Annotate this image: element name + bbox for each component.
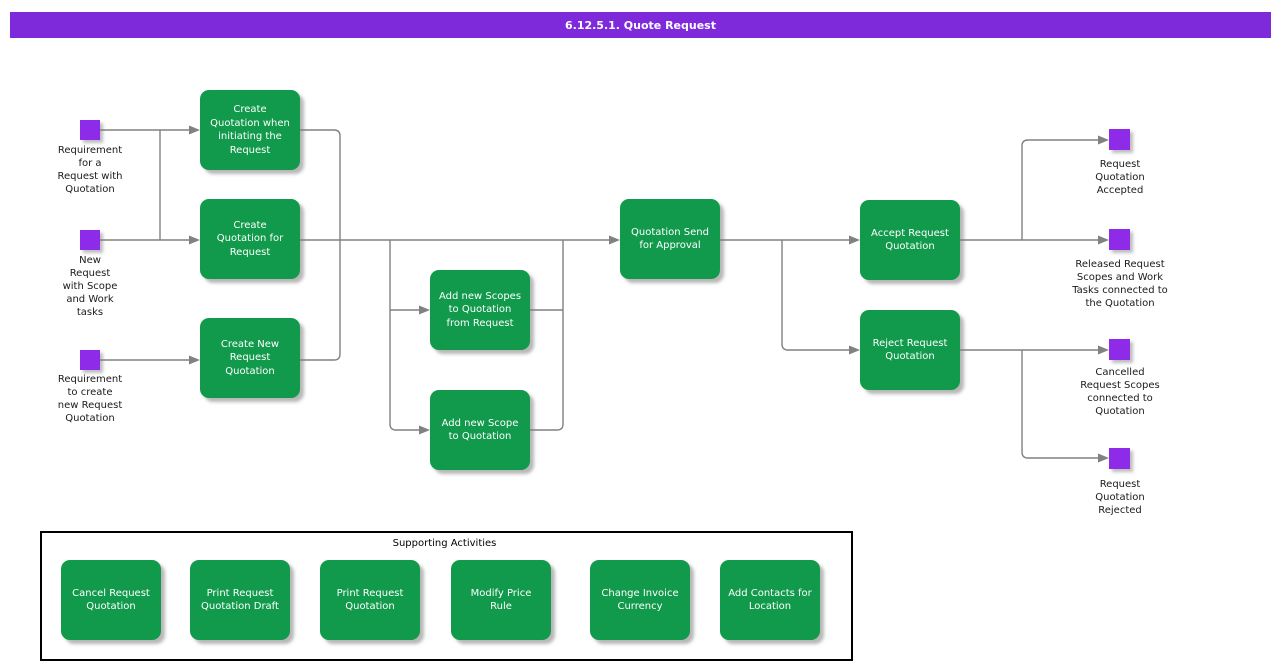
event-label-request-quotation-accepted: Request Quotation Accepted <box>1095 159 1145 196</box>
activity-label: Add new Scope to Quotation <box>441 417 519 443</box>
activity-label: Add Contacts for Location <box>728 587 812 613</box>
activity-label: Create New Request Quotation <box>220 338 280 377</box>
activity-create-quotation-when-initiating-the-request[interactable]: Create Quotation when initiating the Req… <box>200 90 300 170</box>
activity-modify-price-rule[interactable]: Modify Price Rule <box>451 560 551 640</box>
activity-label: Cancel Request Quotation <box>72 587 150 613</box>
activity-label: Create Quotation for Request <box>216 219 284 258</box>
activity-label: Print Request Quotation Draft <box>201 587 279 613</box>
event-requirement-for-a-request-with-quotation <box>80 120 100 140</box>
activity-print-request-quotation-draft[interactable]: Print Request Quotation Draft <box>190 560 290 640</box>
event-label-requirement-for-a-request-with-quotation: Requirement for a Request with Quotation <box>57 145 123 195</box>
event-requirement-to-create-new-request-quotation <box>80 350 100 370</box>
activity-change-invoice-currency[interactable]: Change Invoice Currency <box>590 560 690 640</box>
supporting-activities-title: Supporting Activities <box>392 538 497 549</box>
activity-add-contacts-for-location[interactable]: Add Contacts for Location <box>720 560 820 640</box>
activity-cancel-request-quotation[interactable]: Cancel Request Quotation <box>61 560 161 640</box>
event-label-request-quotation-rejected: Request Quotation Rejected <box>1095 479 1145 516</box>
event-new-request-with-scope-and-work-tasks <box>80 230 100 250</box>
diagram-title-bar: 6.12.5.1. Quote Request <box>10 12 1271 38</box>
activity-label: Create Quotation when initiating the Req… <box>210 104 290 156</box>
activity-label: Quotation Send for Approval <box>631 226 709 252</box>
activity-add-new-scopes-to-quotation-from-request[interactable]: Add new Scopes to Quotation from Request <box>430 270 530 350</box>
activity-create-new-request-quotation[interactable]: Create New Request Quotation <box>200 318 300 398</box>
activity-create-quotation-for-request[interactable]: Create Quotation for Request <box>200 199 300 279</box>
event-label-cancelled-request-scopes-connected-to-quotation: Cancelled Request Scopes connected to Qu… <box>1080 367 1160 417</box>
activity-label: Print Request Quotation <box>336 587 404 613</box>
page-title: 6.12.5.1. Quote Request <box>564 18 716 32</box>
event-label-requirement-to-create-new-request-quotation: Requirement to create new Request Quotat… <box>57 374 123 424</box>
event-cancelled-request-scopes-connected-to-quotation <box>1109 339 1130 360</box>
activity-quotation-send-for-approval[interactable]: Quotation Send for Approval <box>620 199 720 279</box>
activity-label: Accept Request Quotation <box>871 227 949 253</box>
event-request-quotation-rejected <box>1109 448 1130 469</box>
activity-label: Modify Price Rule <box>470 587 532 613</box>
activity-label: Add new Scopes to Quotation from Request <box>438 290 522 329</box>
activity-reject-request-quotation[interactable]: Reject Request Quotation <box>860 310 960 390</box>
activity-print-request-quotation[interactable]: Print Request Quotation <box>320 560 420 640</box>
activity-label: Reject Request Quotation <box>872 337 948 363</box>
supporting-activities-panel <box>40 531 853 661</box>
event-label-new-request-with-scope-and-work-tasks: New Request with Scope and Work tasks <box>62 255 118 318</box>
event-label-released-request-scopes-and-work-tasks: Released Request Scopes and Work Tasks c… <box>1072 259 1168 309</box>
activity-label: Change Invoice Currency <box>601 587 679 613</box>
connector-lines <box>100 129 1099 459</box>
event-request-quotation-accepted <box>1109 129 1130 150</box>
activity-add-new-scope-to-quotation[interactable]: Add new Scope to Quotation <box>430 390 530 470</box>
activity-accept-request-quotation[interactable]: Accept Request Quotation <box>860 200 960 280</box>
event-released-request-scopes-and-work-tasks <box>1109 229 1130 250</box>
arrowheads <box>189 125 1109 463</box>
